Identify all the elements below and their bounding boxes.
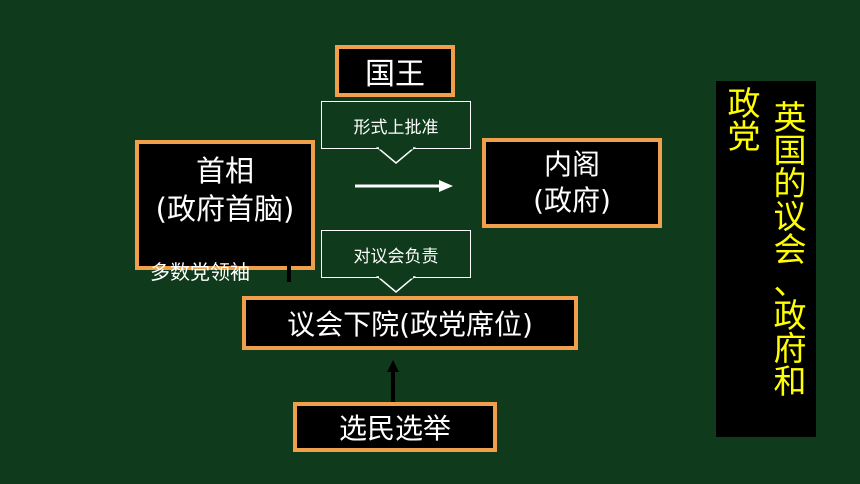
side-title-left-column: 政 党 (726, 87, 762, 153)
cabinet-box: 内阁 (政府) (482, 138, 662, 228)
king-label: 国王 (365, 57, 425, 92)
king-box: 国王 (335, 45, 455, 97)
title-char: 政 (727, 84, 761, 123)
title-char: 英 (773, 98, 807, 137)
responsibility-callout: 对议会负责 (321, 230, 471, 278)
arrow-voters-to-commons (387, 360, 399, 404)
pm-title: 首相 (195, 154, 254, 188)
title-char: 议 (773, 197, 807, 236)
responsibility-text: 对议会负责 (353, 246, 439, 267)
title-char: 府 (773, 329, 807, 368)
voters-box: 选民选举 (293, 402, 497, 452)
title-char: 和 (773, 362, 807, 401)
house-of-commons-label: 议会下院(政党席位) (287, 308, 533, 341)
voters-label: 选民选举 (338, 412, 451, 445)
title-char: 政 (773, 296, 807, 335)
title-char: 国 (773, 131, 807, 170)
title-char: 党 (727, 117, 761, 156)
cabinet-title: 内阁 (543, 148, 600, 181)
majority-leader-label: 多数党领袖 (150, 260, 250, 284)
title-char: 、 (773, 263, 807, 302)
prime-minister-box: 首相 (政府首脑) (135, 140, 315, 270)
approval-text: 形式上批准 (353, 117, 439, 138)
title-char: 会 (773, 230, 807, 269)
arrow-pm-to-cabinet (355, 180, 453, 192)
house-of-commons-box: 议会下院(政党席位) (242, 296, 578, 350)
cabinet-subtitle: (政府) (533, 184, 611, 217)
pm-connector-line (287, 262, 291, 282)
title-char: 的 (773, 164, 807, 203)
approval-callout: 形式上批准 (321, 101, 471, 149)
side-title-right-column: 英 国 的 议 会 、 政 府 和 (772, 101, 808, 398)
pm-subtitle: (政府首脑) (155, 192, 295, 226)
responsibility-callout-tail (376, 275, 416, 293)
approval-callout-tail (376, 146, 416, 164)
side-title-panel: 英 国 的 议 会 、 政 府 和 政 党 (716, 81, 816, 437)
